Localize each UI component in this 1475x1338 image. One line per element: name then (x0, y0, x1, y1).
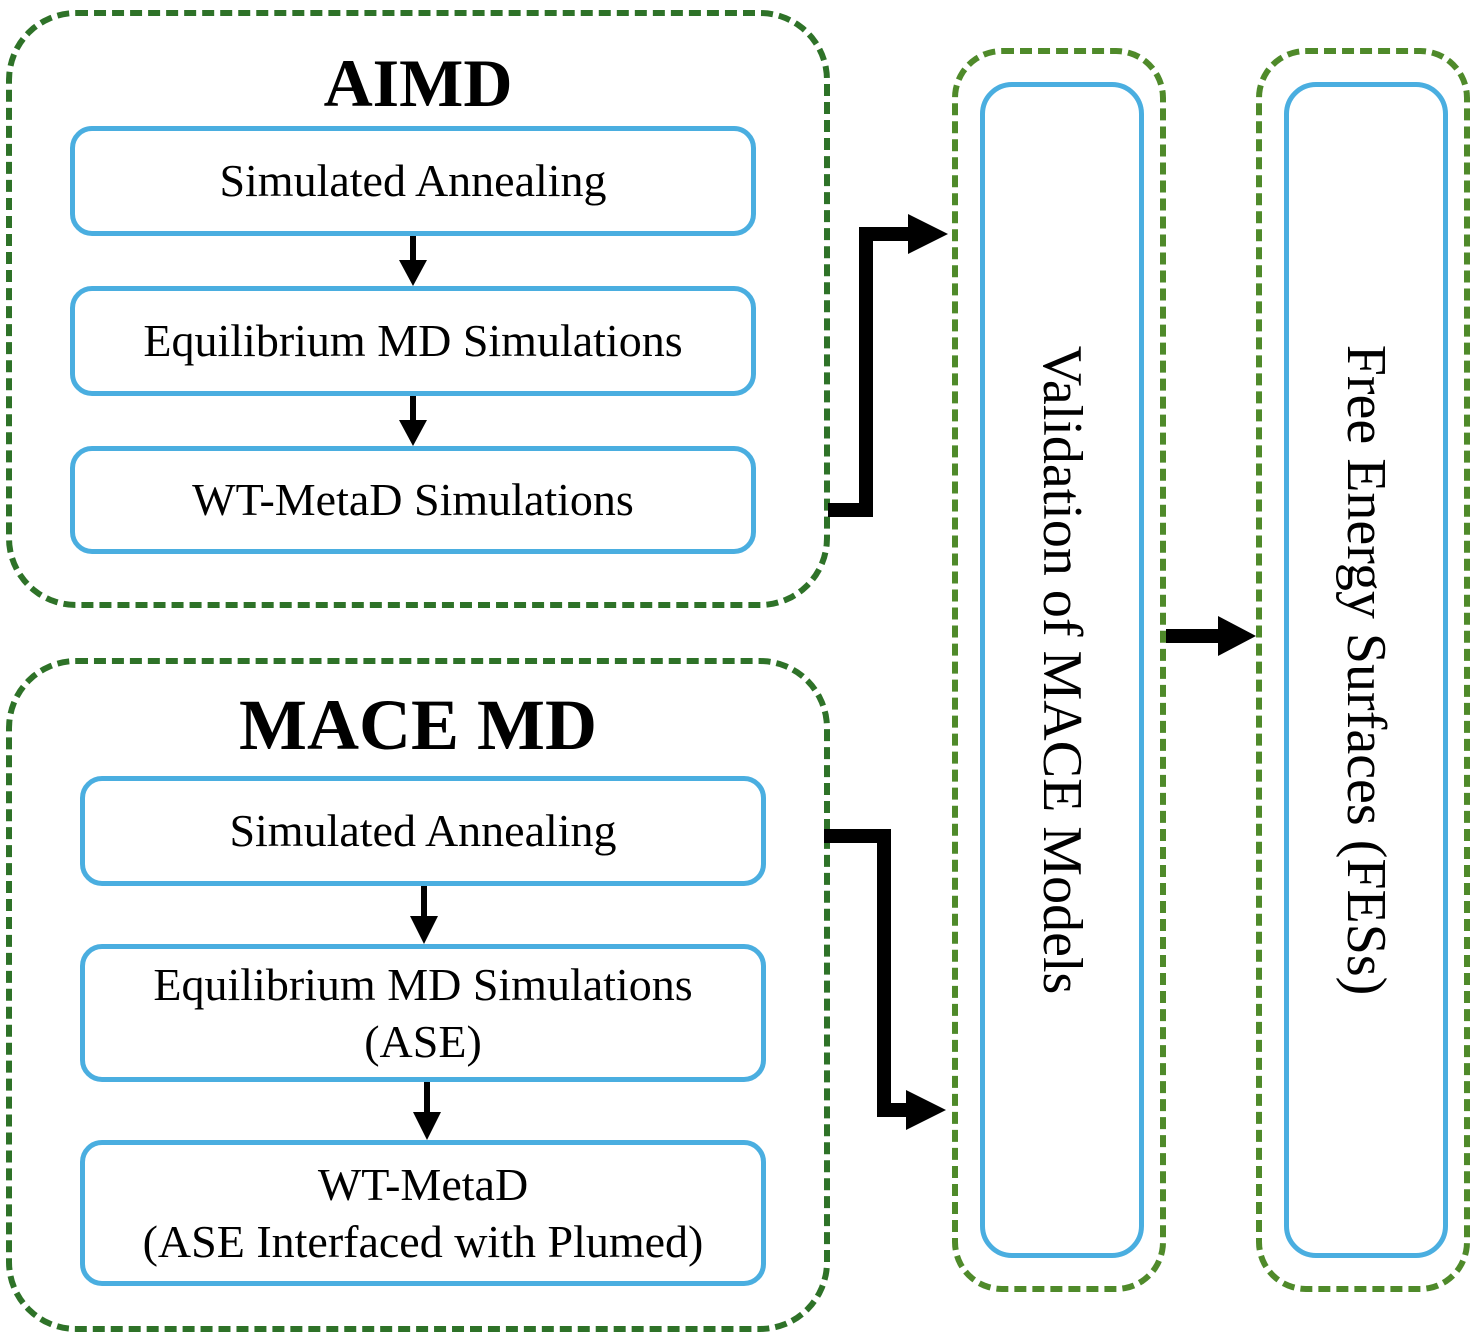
arrow-mace-annealing-to-equilibrium (410, 886, 438, 944)
mace-step-label: Simulated Annealing (229, 805, 617, 857)
aimd-group: AIMD (6, 10, 830, 608)
arrow-aimd-to-validation (828, 214, 948, 517)
aimd-step-label: Simulated Annealing (219, 155, 607, 207)
aimd-equilibrium-md-box: Equilibrium MD Simulations (70, 286, 756, 396)
aimd-title: AIMD (323, 45, 513, 121)
mace-step-sublabel: (ASE Interfaced with Plumed) (142, 1216, 704, 1267)
aimd-simulated-annealing-box: Simulated Annealing (70, 126, 756, 236)
mace-wt-metad-box: WT-MetaD (ASE Interfaced with Plumed) (80, 1140, 766, 1286)
aimd-step-label: WT-MetaD Simulations (192, 474, 634, 526)
validation-group (952, 48, 1166, 1292)
arrow-aimd-equilibrium-to-wtmetad (399, 396, 427, 446)
mace-step-sublabel: (ASE) (364, 1016, 482, 1067)
mace-step-label: WT-MetaD (317, 1158, 529, 1210)
mace-md-title: MACE MD (239, 685, 597, 765)
validation-box: Validation of MACE Models (980, 82, 1144, 1258)
mace-md-group: MACE MD (6, 658, 830, 1332)
mace-step-label: Equilibrium MD Simulations (153, 958, 693, 1010)
fes-box: Free Energy Surfaces (FESs) (1284, 82, 1448, 1258)
mace-simulated-annealing-box: Simulated Annealing (80, 776, 766, 886)
arrow-aimd-annealing-to-equilibrium (399, 236, 427, 286)
arrow-validation-to-fes (1166, 616, 1256, 656)
arrow-mace-equilibrium-to-wtmetad (413, 1082, 441, 1140)
aimd-wt-metad-box: WT-MetaD Simulations (70, 446, 756, 554)
aimd-step-label: Equilibrium MD Simulations (143, 315, 683, 367)
arrow-mace-to-validation (824, 829, 946, 1130)
mace-equilibrium-md-box: Equilibrium MD Simulations (ASE) (80, 944, 766, 1082)
fes-group (1256, 48, 1470, 1292)
